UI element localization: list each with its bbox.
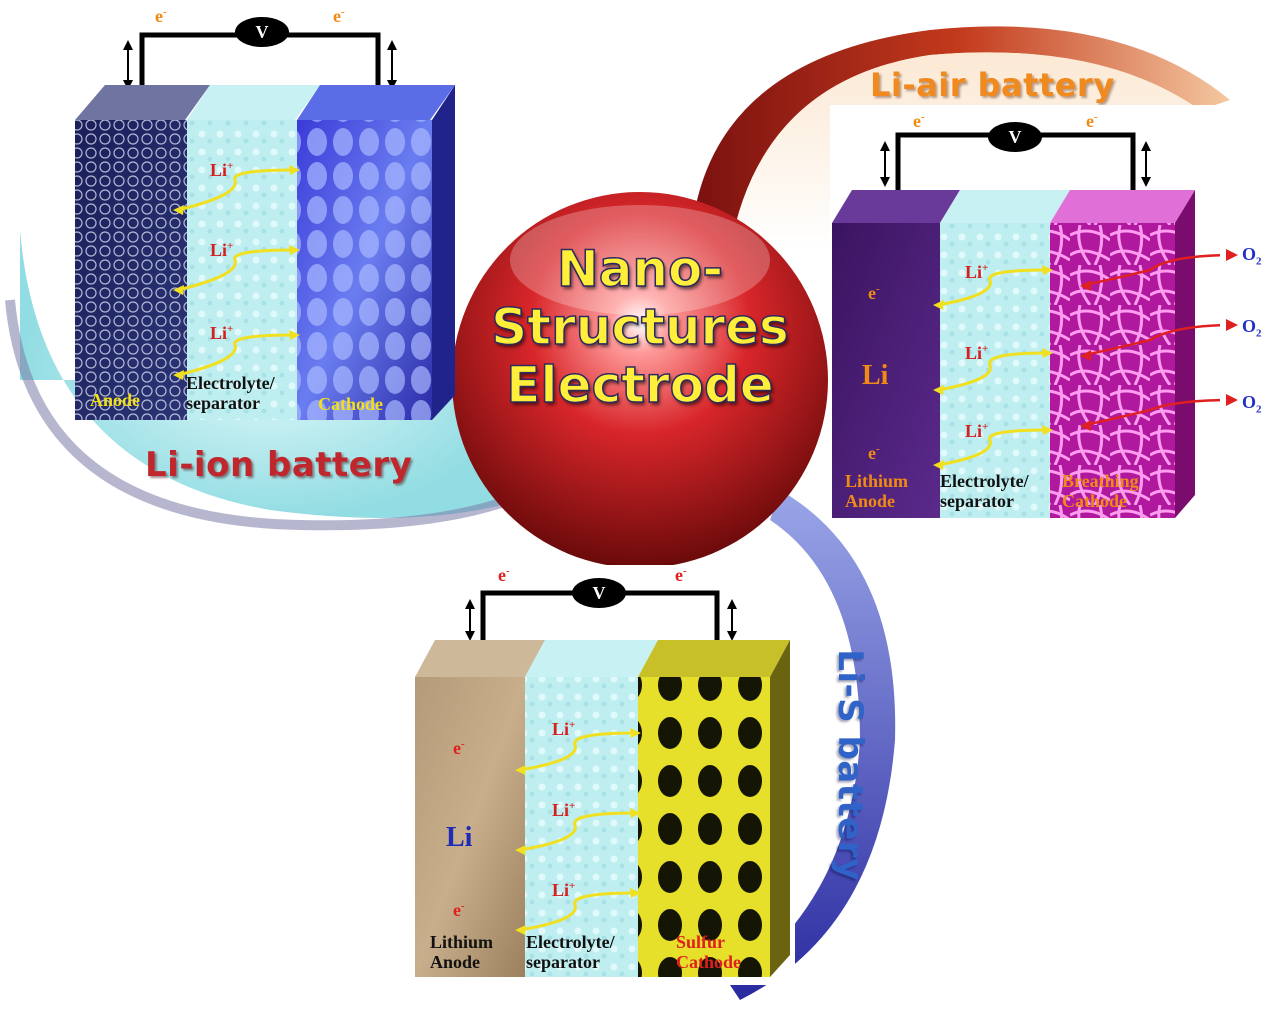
- li-ion-ion-3: Li+: [210, 323, 234, 343]
- li-ion-electron-left: e-: [155, 6, 167, 26]
- li-air-arc: [690, 26, 1230, 251]
- li-air-ion-1: Li+: [965, 262, 989, 282]
- li-ion-arc: [20, 230, 520, 518]
- li-s-li-metal: Li: [446, 822, 473, 853]
- center-line-2: Structures: [490, 297, 789, 357]
- center-title: Nano- Structures Electrode: [470, 239, 810, 415]
- li-air-o2-1: O2: [1242, 244, 1262, 268]
- li-air-o2-2: O2: [1242, 316, 1262, 340]
- li-s-cell: [410, 565, 795, 985]
- li-s-electrolyte-label: Electrolyte/separator: [526, 932, 615, 972]
- center-sphere: [452, 192, 828, 568]
- li-air-voltmeter: V: [988, 122, 1042, 152]
- li-ion-anode-label: Anode: [90, 390, 141, 410]
- li-air-o2-3: O2: [1242, 392, 1262, 416]
- li-air-title: Li-air battery: [870, 66, 1115, 104]
- li-s-electron-right: e-: [675, 565, 687, 585]
- li-s-electron-anode-2: e-: [453, 900, 465, 920]
- li-s-ion-1: Li+: [552, 719, 576, 739]
- li-s-voltmeter-label: V: [592, 583, 606, 603]
- li-air-voltmeter-label: V: [1008, 127, 1022, 147]
- li-air-cell: [830, 105, 1220, 525]
- li-s-electron-anode-1: e-: [453, 738, 465, 758]
- li-air-ion-2: Li+: [965, 343, 989, 363]
- li-air-electron-anode-1: e-: [868, 283, 880, 303]
- li-s-ion-3: Li+: [552, 880, 576, 900]
- li-s-arc: [730, 490, 896, 1000]
- li-air-o2-arrowheads: [1226, 249, 1238, 406]
- li-ion-cathode-label: Cathode: [318, 394, 384, 414]
- li-s-electron-left: e-: [498, 565, 510, 585]
- center-line-1: Nano-: [556, 239, 724, 299]
- li-s-voltmeter: V: [572, 578, 626, 608]
- center-line-3: Electrode: [506, 355, 775, 415]
- li-ion-ion-1: Li+: [210, 160, 234, 180]
- li-air-electron-left: e-: [913, 111, 925, 131]
- li-ion-voltmeter-label: V: [255, 22, 269, 42]
- li-air-ion-3: Li+: [965, 421, 989, 441]
- li-air-electron-anode-2: e-: [868, 443, 880, 463]
- li-s-title: Li-S battery: [830, 649, 870, 881]
- li-s-ion-2: Li+: [552, 800, 576, 820]
- li-ion-title: Li-ion battery: [145, 445, 413, 485]
- li-air-electrolyte-label: Electrolyte/separator: [940, 471, 1029, 511]
- li-ion-cell: [75, 32, 455, 420]
- li-air-li-metal: Li: [862, 360, 889, 391]
- li-ion-electrolyte-label: Electrolyte/separator: [186, 373, 275, 413]
- li-ion-electron-right: e-: [333, 6, 345, 26]
- li-ion-ion-2: Li+: [210, 240, 234, 260]
- li-ion-voltmeter: V: [235, 17, 289, 47]
- li-air-electron-right: e-: [1086, 111, 1098, 131]
